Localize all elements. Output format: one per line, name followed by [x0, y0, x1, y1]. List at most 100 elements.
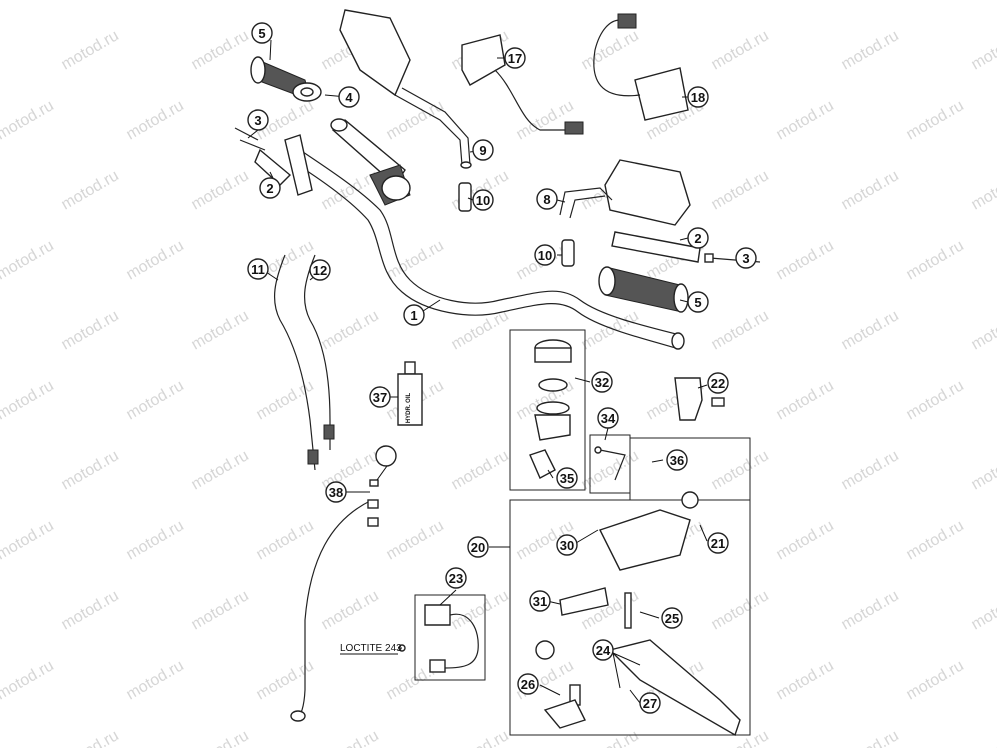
callout-23: 23	[445, 567, 467, 589]
callout-32: 34	[597, 407, 619, 429]
watermark-text: motod.ru	[774, 237, 837, 283]
left-switch	[461, 34, 584, 135]
watermark-text: motod.ru	[254, 657, 317, 703]
callout-label: 9	[479, 143, 486, 158]
watermark-text: motod.ru	[0, 377, 57, 423]
callout-25: 25	[661, 607, 683, 629]
callout-2b: 2	[687, 227, 709, 249]
clutch-hose	[290, 479, 379, 722]
callout-label: 4	[345, 90, 353, 105]
callout-24: 24	[592, 639, 614, 661]
right-grip	[598, 266, 689, 313]
hydraulic-oil-bottle: HYDR. OIL	[397, 361, 423, 426]
watermark-text: motod.ru	[709, 307, 772, 353]
callout-10b: 10	[534, 244, 556, 266]
watermark-text: motod.ru	[839, 307, 902, 353]
watermark-text: motod.ru	[449, 727, 512, 748]
watermark-text: motod.ru	[969, 307, 997, 353]
loctite-label: LOCTITE 243	[340, 643, 402, 654]
watermark-text: motod.ru	[59, 447, 122, 493]
callout-20: 20	[467, 536, 489, 558]
left-mirror	[339, 9, 472, 169]
watermark-text: motod.ru	[709, 167, 772, 213]
watermark-text: motod.ru	[189, 587, 252, 633]
callout-22: 22	[707, 372, 729, 394]
callout-29: 30	[556, 534, 578, 556]
callout-label: 38	[329, 485, 343, 500]
watermark-text: motod.ru	[384, 0, 447, 3]
callout-label: 8	[543, 192, 550, 207]
callout-38	[375, 445, 397, 467]
callout-label: 30	[560, 538, 574, 553]
watermark-text: motod.ru	[0, 657, 57, 703]
watermark-text: motod.ru	[0, 517, 57, 563]
watermark-text: motod.ru	[319, 727, 382, 748]
watermark-text: motod.ru	[124, 97, 187, 143]
callout-label: 25	[665, 611, 679, 626]
watermark-text: motod.ru	[709, 447, 772, 493]
callout-label: 27	[643, 696, 657, 711]
watermark-text: motod.ru	[774, 657, 837, 703]
callout-37: 38	[325, 481, 347, 503]
watermark-text: motod.ru	[709, 727, 772, 748]
watermark-text: motod.ru	[124, 377, 187, 423]
callout-30: 31	[529, 590, 551, 612]
callout-label: 10	[538, 248, 552, 263]
mirror-adapter-right	[561, 239, 575, 267]
watermark-text: motod.ru	[189, 167, 252, 213]
watermark-text: motod.ru	[0, 97, 57, 143]
right-bar-end	[611, 231, 761, 263]
right-switch	[593, 13, 689, 121]
callout-label: 2	[694, 231, 701, 246]
lever-adapter	[674, 377, 725, 421]
watermark-text: motod.ru	[514, 97, 577, 143]
watermark-text: motod.ru	[969, 727, 997, 748]
callout-label: 34	[601, 411, 616, 426]
watermark-text: motod.ru	[59, 587, 122, 633]
watermark-text: motod.ru	[0, 0, 57, 3]
watermark-text: motod.ru	[904, 0, 967, 3]
watermark-text: motod.ru	[514, 0, 577, 3]
watermark-text: motod.ru	[839, 447, 902, 493]
watermark-text: motod.ru	[59, 167, 122, 213]
watermark-text: motod.ru	[59, 27, 122, 73]
watermark-text: motod.ru	[644, 0, 707, 3]
callout-36: 37	[369, 386, 391, 408]
watermark-text: motod.ru	[449, 587, 512, 633]
watermark-text: motod.ru	[254, 517, 317, 563]
watermark-text: motod.ru	[969, 447, 997, 493]
callout-5b: 5	[687, 291, 709, 313]
mirror-adapter-left	[458, 182, 472, 212]
callout-21: 21	[707, 532, 729, 554]
callout-label: 31	[533, 594, 547, 609]
watermark-text: motod.ru	[449, 447, 512, 493]
watermark-text: motod.ru	[254, 0, 317, 3]
watermark-text: motod.ru	[904, 237, 967, 283]
callout-10a: 10	[472, 189, 494, 211]
watermark-text: motod.ru	[774, 377, 837, 423]
callout-label: 5	[258, 26, 265, 41]
callout-label: 3	[742, 251, 749, 266]
watermark-text: motod.ru	[59, 727, 122, 748]
watermark-text: motod.ru	[904, 657, 967, 703]
watermark-text: motod.ru	[969, 587, 997, 633]
callout-label: 18	[691, 90, 705, 105]
callout-label: 11	[251, 262, 265, 277]
watermark-text: motod.ru	[904, 377, 967, 423]
callout-4: 4	[338, 86, 360, 108]
callout-label: 37	[373, 390, 387, 405]
watermark-text: motod.ru	[839, 587, 902, 633]
watermark-text: motod.ru	[124, 0, 187, 3]
throttle-tube	[330, 118, 411, 206]
watermark-text: motod.ru	[839, 167, 902, 213]
watermark-text: motod.ru	[319, 587, 382, 633]
callout-label: 21	[711, 536, 725, 551]
left-bar-end	[234, 127, 313, 196]
callout-label: 2	[266, 181, 273, 196]
callout-label: 12	[313, 263, 327, 278]
watermark-text: motod.ru	[774, 0, 837, 3]
throttle-cables	[274, 254, 335, 471]
